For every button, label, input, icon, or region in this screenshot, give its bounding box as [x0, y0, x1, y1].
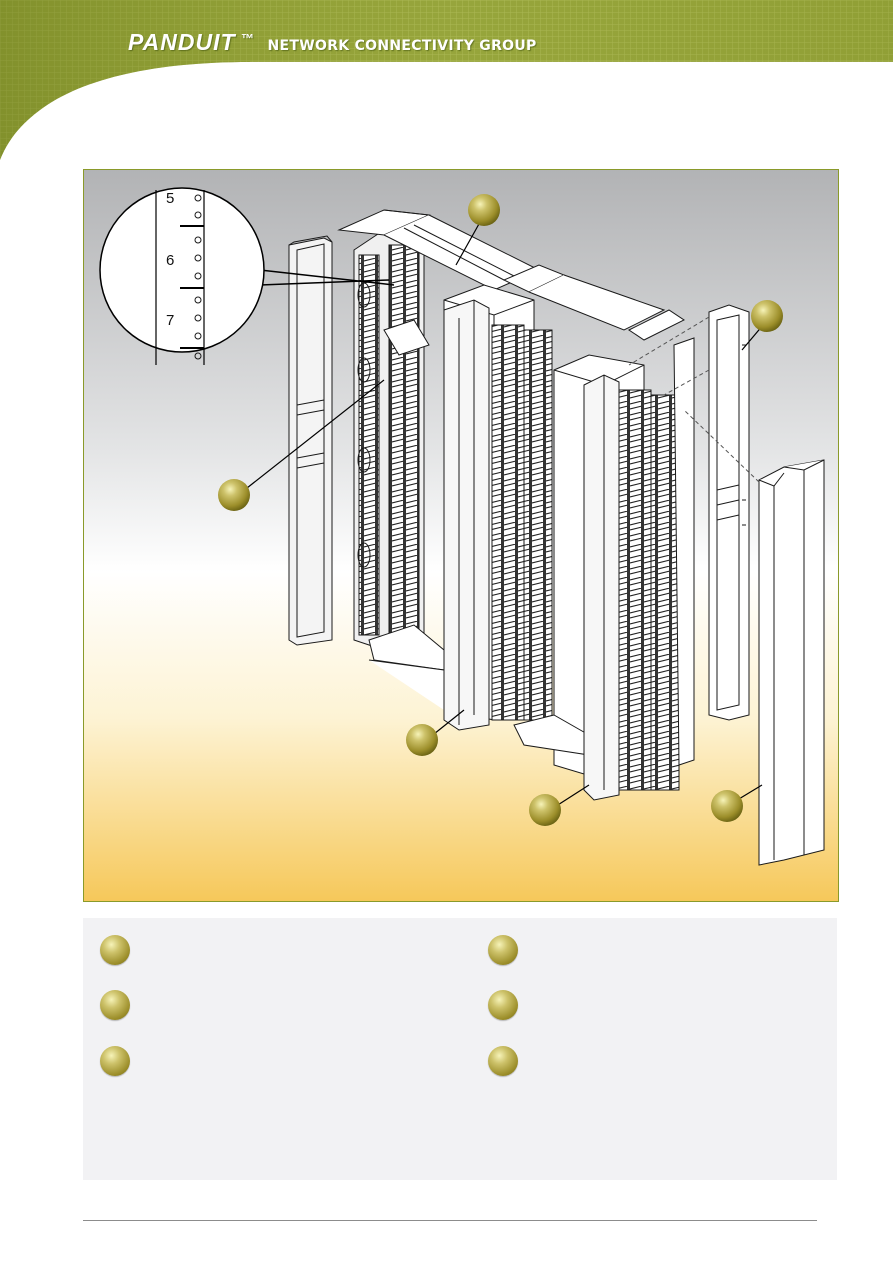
callout-ball-icon [468, 194, 500, 226]
detail-zoom-circle [99, 187, 395, 365]
rack-illustration-frame: 5 6 7 [83, 169, 839, 902]
exploded-door-upper [708, 304, 750, 721]
detail-label-6: 6 [166, 252, 174, 269]
alignment-lines [628, 316, 760, 483]
center-finger-columns [491, 324, 553, 721]
brand-lockup: PANDUIT ™ NETWORK CONNECTIVITY GROUP [128, 29, 537, 59]
header-banner [0, 0, 893, 160]
front-vertical-manager-center [443, 299, 490, 731]
detail-label-5: 5 [166, 190, 174, 207]
legend-item [488, 1044, 530, 1078]
brand-name: PANDUIT [128, 29, 236, 55]
group-name: NETWORK CONNECTIVITY GROUP [267, 38, 537, 54]
left-door-panel [288, 235, 333, 646]
callout-ball-icon [100, 990, 130, 1020]
callout-ball-icon [488, 1046, 518, 1076]
callout-ball-icon [100, 1046, 130, 1076]
callout-ball-icon [488, 990, 518, 1020]
right-finger-columns [618, 389, 680, 791]
callout-ball-icon [100, 935, 130, 965]
legend-item [488, 933, 530, 967]
callout-ball-icon [529, 794, 561, 826]
legend-item [100, 933, 142, 967]
legend-item [488, 988, 530, 1022]
front-vertical-manager-right [583, 374, 620, 801]
callout-ball-icon [751, 300, 783, 332]
rack-illustration: 5 6 7 [99, 187, 825, 866]
callout-ball-icon [218, 479, 250, 511]
detail-label-7: 7 [166, 312, 174, 329]
exploded-cover-lower [758, 459, 825, 866]
vertical-cable-manager-left [353, 229, 425, 651]
page-header: PANDUIT ™ NETWORK CONNECTIVITY GROUP [0, 0, 893, 165]
top-cable-runway [337, 209, 685, 356]
callout-ball-icon [406, 724, 438, 756]
callout-ball-icon [711, 790, 743, 822]
right-end-upright [673, 337, 695, 766]
legend-item [100, 1044, 142, 1078]
legend-item [100, 988, 142, 1022]
legend-panel [83, 918, 837, 1180]
footer-divider [83, 1220, 817, 1221]
callout-ball-icon [488, 935, 518, 965]
trademark-symbol: ™ [240, 31, 254, 46]
